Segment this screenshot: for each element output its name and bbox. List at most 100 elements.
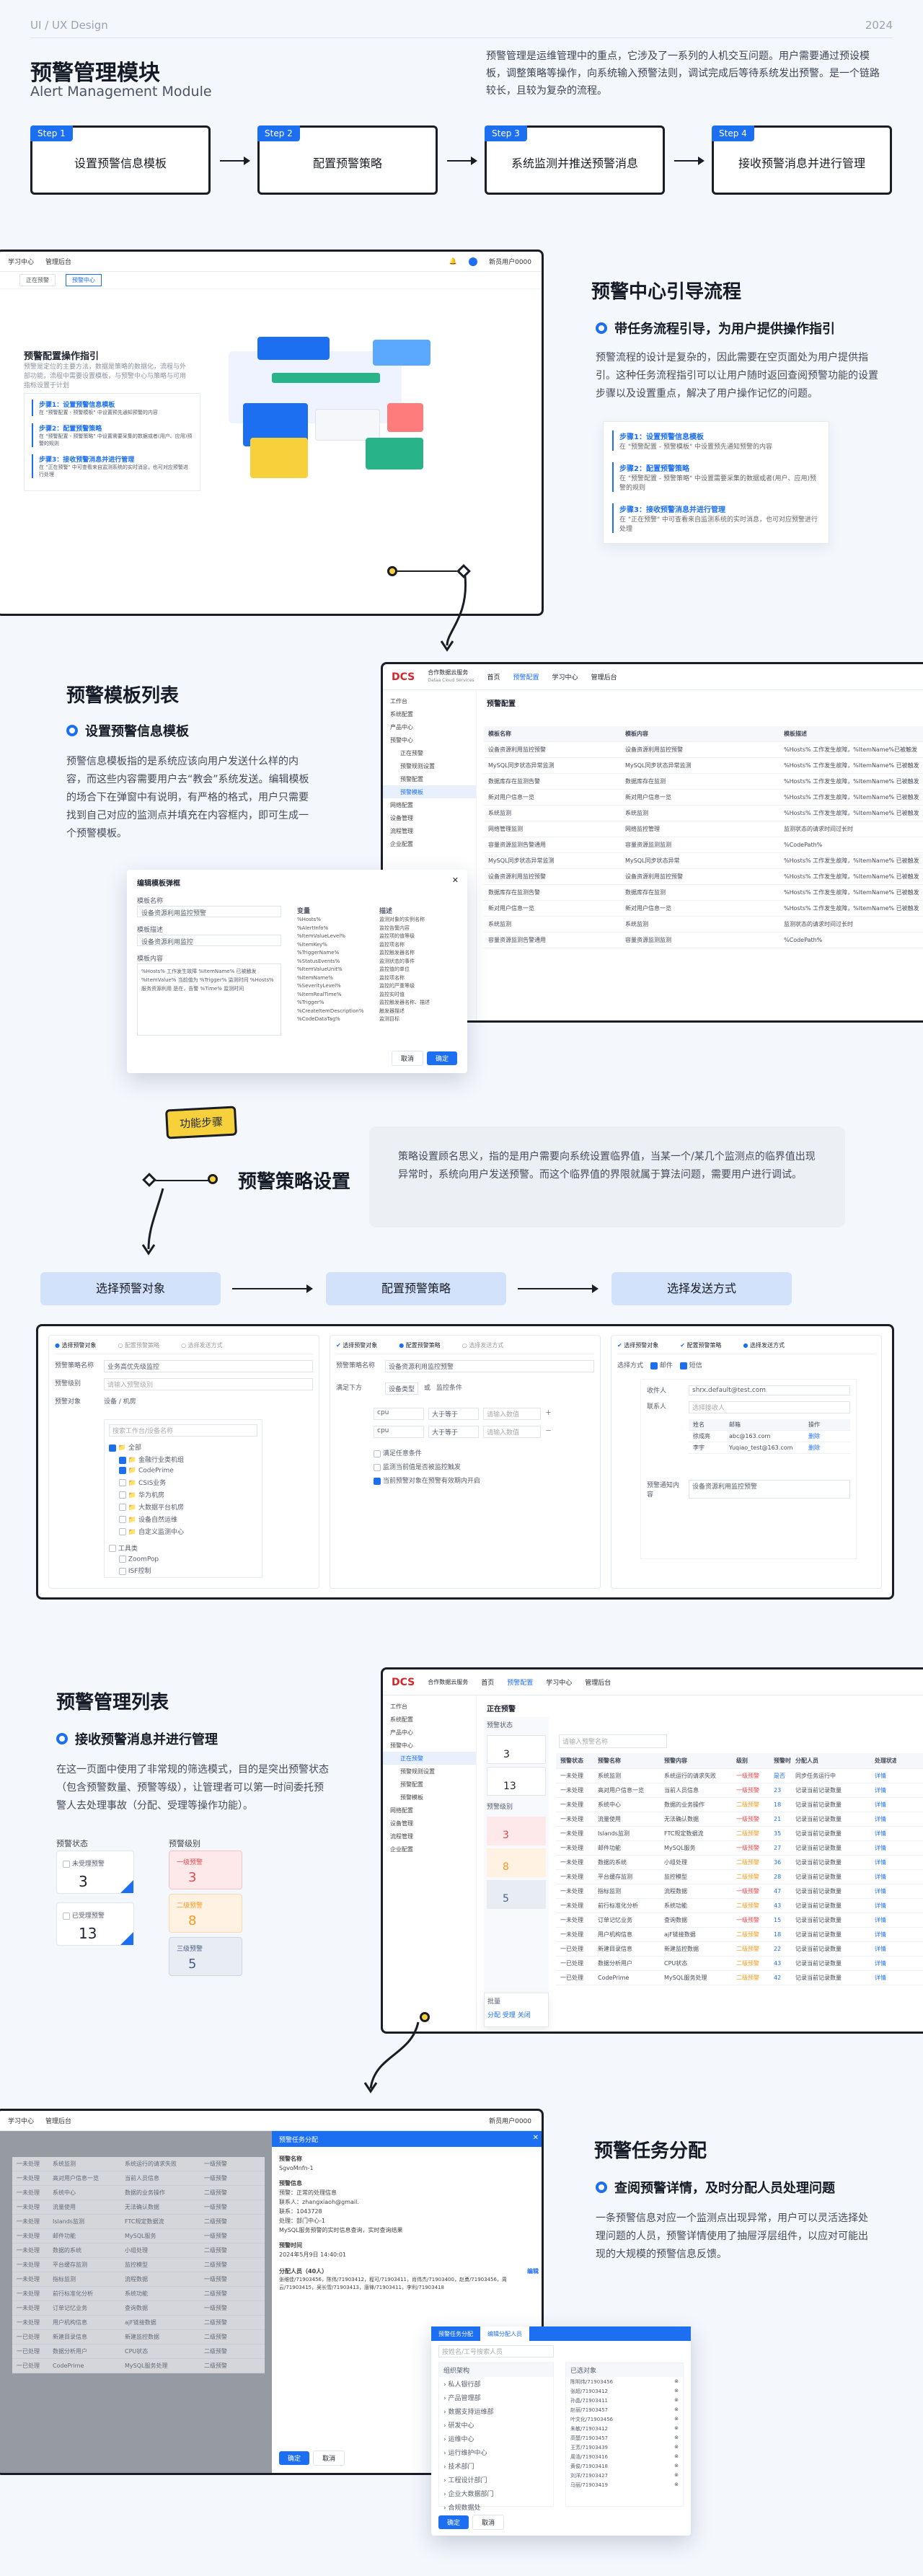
sidebar-item[interactable]: 设备管理	[390, 814, 413, 821]
table-row[interactable]: 系统监测系统监测%Hosts% 工作发生故障，%ItemName% 已被触发	[484, 806, 923, 821]
table-row[interactable]: 数据库存在监测告警数据库存在监测%Hosts% 工作发生故障，%ItemName…	[484, 885, 923, 901]
sidebar-item[interactable]: 预警配置	[400, 775, 423, 782]
sidebar-item[interactable]: 系统配置	[390, 710, 413, 718]
org-group[interactable]: › 产品管理部	[439, 2391, 553, 2404]
checkbox[interactable]	[119, 1491, 126, 1499]
strategy-name-input[interactable]: 业务高优先级监控	[104, 1360, 313, 1372]
template-select[interactable]: 设备资源利用监控预警	[689, 1480, 850, 1499]
checkbox[interactable]	[119, 1567, 126, 1575]
confirm-button[interactable]: 确定	[438, 2515, 469, 2529]
remove-icon[interactable]: ⊗	[674, 2434, 679, 2440]
checkbox[interactable]	[119, 1528, 126, 1535]
tree-node[interactable]: 📁 华为机房	[109, 1488, 257, 1501]
remove-icon[interactable]: ⊗	[674, 2453, 679, 2459]
close-icon[interactable]: ✕	[451, 875, 459, 885]
nav-item[interactable]: 管理后台	[591, 674, 617, 682]
detail-link[interactable]: 详情	[875, 1787, 886, 1794]
metric-select[interactable]: cpu	[374, 1408, 424, 1420]
nav-item[interactable]: 管理后台	[45, 259, 72, 266]
sidebar-item[interactable]: 流程管理	[390, 1832, 413, 1840]
user-name[interactable]: 新员用户0000	[489, 259, 531, 266]
picker-tab[interactable]: 预警任务分配	[438, 2331, 473, 2337]
bell-icon[interactable]: 🔔	[449, 257, 458, 265]
tab-active-alerts[interactable]: 正在预警	[19, 274, 56, 286]
filter-accepted[interactable]: 13	[487, 1767, 546, 1796]
table-row[interactable]: 新对用户信息一览新对用户信息一览%Hosts% 工作发生故障，%ItemName…	[484, 901, 923, 917]
remove-icon[interactable]: ⊗	[674, 2415, 679, 2422]
tree-node[interactable]: 工具类	[109, 1542, 257, 1554]
contact-select[interactable]: 选择接收人	[689, 1401, 850, 1413]
sidebar-item[interactable]: 预警模板	[400, 1794, 423, 1801]
org-group[interactable]: › 运行维护中心	[439, 2445, 553, 2459]
table-row[interactable]: 容量资源监测告警通用容量资源监测监测%CodePath%	[484, 932, 923, 948]
metric-select[interactable]: cpu	[374, 1426, 424, 1438]
filter-level-1[interactable]: 3	[487, 1817, 546, 1845]
edit-button[interactable]: 编辑	[527, 2268, 539, 2275]
filter-level-3[interactable]: 5	[487, 1880, 546, 1909]
remove-icon[interactable]: ⊗	[674, 2481, 679, 2487]
detail-link[interactable]: 详情	[875, 1902, 886, 1909]
sidebar-item[interactable]: 预警配置	[400, 1781, 423, 1788]
detail-link[interactable]: 详情	[875, 1801, 886, 1808]
remove-icon[interactable]: －	[545, 1428, 552, 1435]
filter-pending[interactable]: 3	[487, 1735, 546, 1764]
sidebar-item[interactable]: 企业配置	[390, 840, 413, 847]
detail-link[interactable]: 详情	[875, 1917, 886, 1923]
org-group[interactable]: › 私人银行部	[439, 2377, 553, 2391]
checkbox[interactable]	[374, 1450, 381, 1457]
picker-tab-active[interactable]: 编辑分配人员	[480, 2326, 529, 2341]
tree-node[interactable]: ZoomPop	[109, 1554, 257, 1565]
checkbox[interactable]	[119, 1467, 126, 1474]
sidebar-item[interactable]: 预警规则设置	[400, 1768, 435, 1775]
detail-link[interactable]: 详情	[875, 1830, 886, 1837]
operator-select[interactable]: 大于等于	[428, 1408, 479, 1420]
nav-item[interactable]: 学习中心	[8, 2118, 35, 2125]
target-type-radio[interactable]: 设备 / 机房	[104, 1398, 136, 1406]
nav-item[interactable]: 管理后台	[45, 2118, 72, 2125]
sidebar-item[interactable]: 预警模板	[383, 785, 476, 798]
tree-node[interactable]: 📁 设备自然运维	[109, 1513, 257, 1525]
table-row[interactable]: 设备资源利用监控预警设备资源利用监控预警%Hosts% 工作发生故障，%Item…	[484, 869, 923, 885]
delete-button[interactable]: 删除	[808, 1444, 820, 1451]
nav-item[interactable]: 管理后台	[585, 1680, 611, 1687]
checkbox[interactable]	[119, 1555, 126, 1563]
detail-link[interactable]: 详情	[875, 1845, 886, 1851]
sidebar-item[interactable]: 产品中心	[390, 1729, 413, 1736]
table-row[interactable]: 网络管理监测网络监控管理监测状态的请求时间过长时	[484, 821, 923, 837]
threshold-input[interactable]: 请输入数值	[483, 1408, 541, 1420]
cancel-button[interactable]: 取消	[313, 2451, 345, 2466]
org-group[interactable]: › 运维中心	[439, 2432, 553, 2445]
checkbox[interactable]	[119, 1516, 126, 1523]
nav-item[interactable]: 学习中心	[8, 259, 35, 266]
cancel-button[interactable]: 取消	[472, 2515, 505, 2530]
checkbox[interactable]	[374, 1463, 381, 1471]
avatar[interactable]	[469, 257, 478, 266]
nav-item[interactable]: 预警配置	[513, 674, 539, 682]
checkbox[interactable]	[119, 1504, 126, 1511]
delete-button[interactable]: 删除	[808, 1433, 820, 1439]
operator-select[interactable]: 大于等于	[428, 1426, 479, 1438]
add-icon[interactable]: ＋	[545, 1410, 552, 1417]
template-content-textarea[interactable]: %Hosts% 工作发生故障 %ItemName% 已被触发 %ItemValu…	[137, 963, 281, 1036]
nav-item[interactable]: 首页	[481, 1680, 495, 1687]
org-group[interactable]: › 企业大数据部门	[439, 2487, 553, 2500]
cond-chip[interactable]: 设备类型	[385, 1382, 419, 1395]
search-input[interactable]: 请输入预警名称	[559, 1734, 667, 1748]
table-row[interactable]: 新对用户信息一览新对用户信息一览%Hosts% 工作发生故障，%ItemName…	[484, 790, 923, 806]
sidebar-item[interactable]: 企业配置	[390, 1845, 413, 1853]
nav-item[interactable]: 预警配置	[507, 1680, 534, 1687]
user-name[interactable]: 新员用户0000	[489, 2118, 531, 2125]
close-button[interactable]: 关闭	[517, 2012, 531, 2019]
accept-button[interactable]: 受理	[502, 2012, 516, 2019]
detail-link[interactable]: 详情	[875, 1874, 886, 1880]
org-group[interactable]: › 研发中心	[439, 2418, 553, 2432]
cond-chip[interactable]: 监控条件	[436, 1385, 463, 1392]
